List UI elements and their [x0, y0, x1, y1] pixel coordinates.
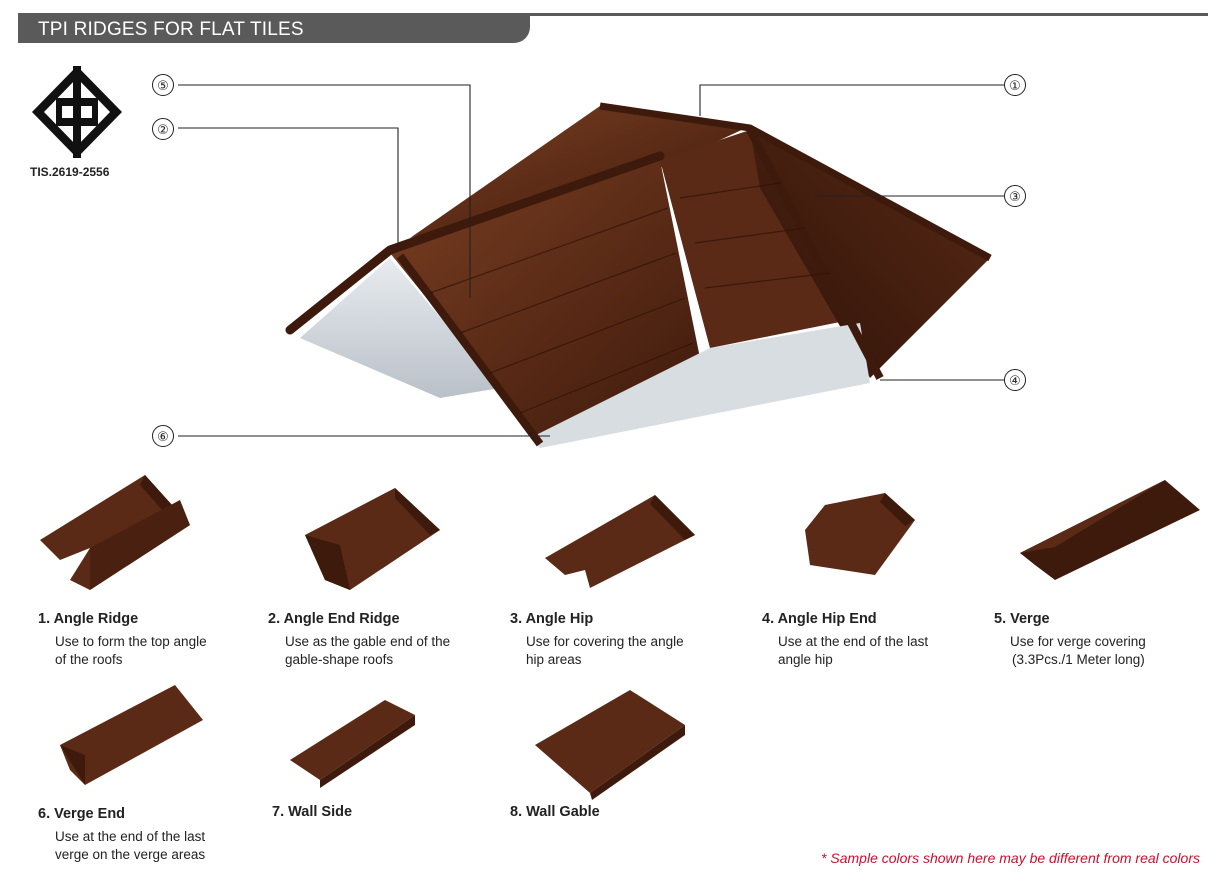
tis-certification-logo — [32, 66, 122, 158]
callout-3: ③ — [1004, 185, 1026, 207]
product-desc-1b: of the roofs — [55, 652, 123, 667]
verge-image — [1020, 480, 1200, 580]
angle-end-ridge-image — [305, 488, 440, 590]
product-desc-3a: Use for covering the angle — [526, 634, 684, 649]
callout-5: ⑤ — [152, 74, 174, 96]
product-title-4: 4. Angle Hip End — [762, 611, 877, 627]
callout-4: ④ — [1004, 369, 1026, 391]
page-title: TPI RIDGES FOR FLAT TILES — [38, 19, 304, 40]
product-title-5: 5. Verge — [994, 611, 1050, 627]
product-title-8: 8. Wall Gable — [510, 804, 600, 820]
color-disclaimer: * Sample colors shown here may be differ… — [821, 850, 1200, 866]
product-title-3: 3. Angle Hip — [510, 611, 594, 627]
product-desc-3b: hip areas — [526, 652, 582, 667]
roof-diagram — [178, 84, 1005, 448]
product-desc-6b: verge on the verge areas — [55, 847, 206, 862]
verge-end-image — [60, 685, 203, 785]
roof-back-left — [410, 106, 750, 238]
product-title-7: 7. Wall Side — [272, 804, 353, 820]
standard-number: TIS.2619-2556 — [30, 165, 110, 179]
product-desc-5a: Use for verge covering — [1010, 634, 1146, 649]
angle-hip-end-image — [805, 493, 915, 575]
product-desc-4b: angle hip — [778, 652, 833, 667]
roof-center-slope — [660, 130, 860, 348]
product-title-2: 2. Angle End Ridge — [268, 611, 400, 627]
angle-hip-image — [545, 495, 695, 588]
callout-1: ① — [1004, 74, 1026, 96]
header-tab — [18, 13, 530, 43]
angle-ridge-image — [40, 475, 190, 590]
callout-2: ② — [152, 118, 174, 140]
gable-wall — [300, 258, 500, 398]
product-desc-2a: Use as the gable end of the — [285, 634, 451, 649]
ridge-hip — [746, 128, 884, 380]
product-desc-6a: Use at the end of the last — [55, 829, 206, 844]
header-rule — [18, 13, 1208, 16]
product-desc-4a: Use at the end of the last — [778, 634, 929, 649]
eave — [530, 323, 870, 448]
wall-side-image — [290, 700, 415, 788]
roof-right-slope — [750, 130, 990, 378]
product-title-6: 6. Verge End — [38, 806, 126, 822]
product-desc-1a: Use to form the top angle — [55, 634, 207, 649]
product-title-1: 1. Angle Ridge — [38, 611, 139, 627]
roof-left-slope — [390, 160, 700, 438]
product-desc-2b: gable-shape roofs — [285, 652, 394, 667]
wall-gable-image — [535, 690, 685, 800]
ridge-left — [285, 151, 665, 335]
ridge-verge — [396, 253, 544, 447]
ridge-top — [599, 102, 992, 262]
callout-6: ⑥ — [152, 425, 174, 447]
product-desc-5b: (3.3Pcs./1 Meter long) — [1012, 652, 1145, 667]
